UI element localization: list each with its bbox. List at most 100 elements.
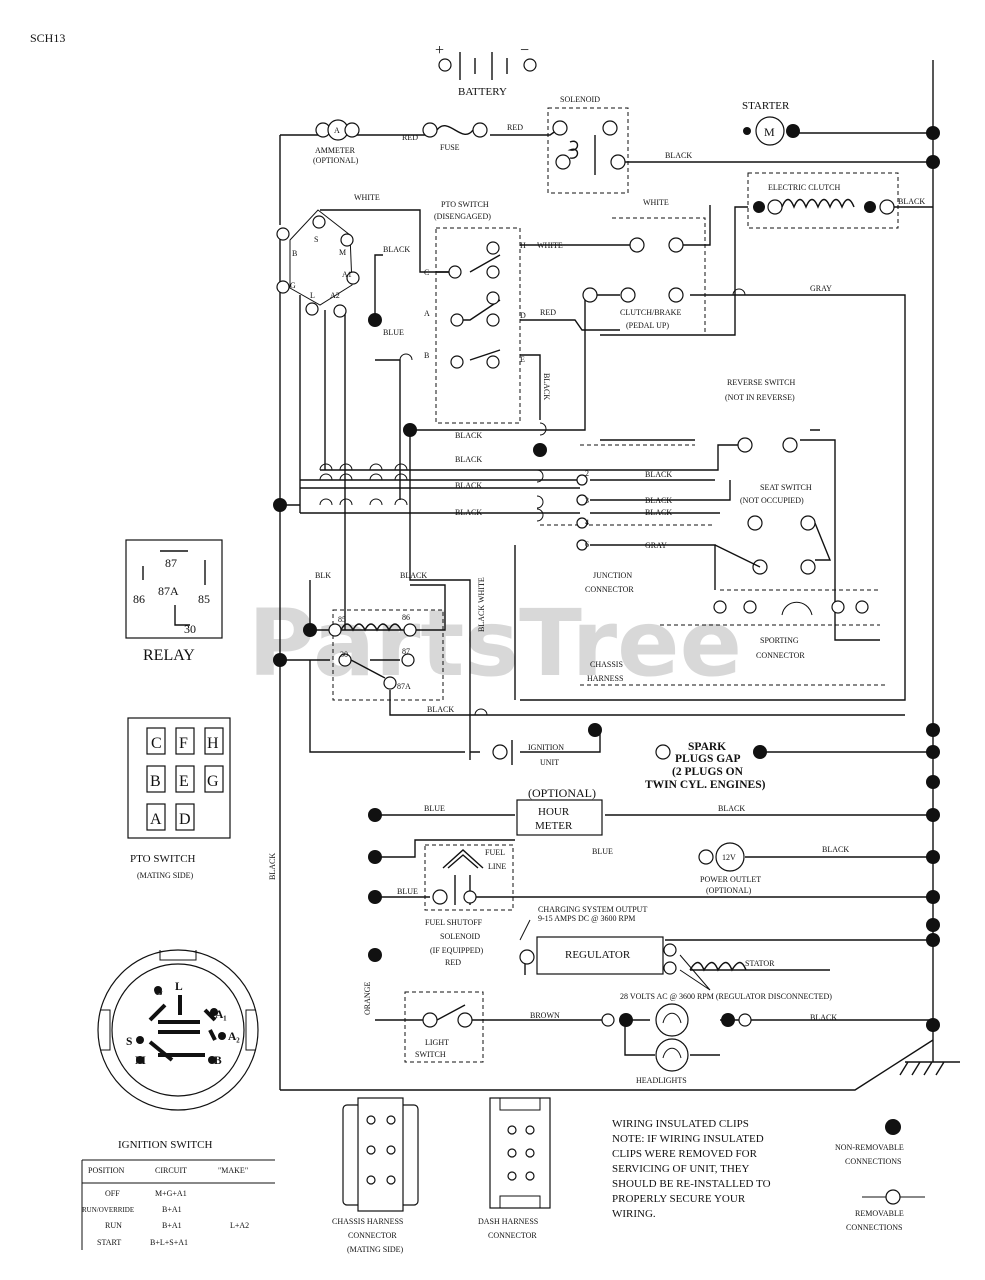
solenoid-label: SOLENOID <box>560 95 600 104</box>
wire-orange: ORANGE <box>363 982 372 1015</box>
wire-black-white: BLACK WHITE <box>477 577 486 632</box>
electric-clutch-label: ELECTRIC CLUTCH <box>768 183 840 192</box>
clips-line-3: SHOULD BE RE-INSTALLED TO <box>612 1178 771 1190</box>
ign-terminal-m: M <box>339 248 346 257</box>
ign-table-r1-c1: B+A1 <box>162 1205 182 1214</box>
ign-legend-table: POSITION CIRCUIT "MAKE" OFF M+G+A1 RUN/O… <box>81 1159 275 1250</box>
legend-removable-ring <box>885 1189 901 1205</box>
wire-brown: BROWN <box>530 1011 560 1020</box>
legend-removable-1: REMOVABLE <box>855 1209 904 1218</box>
wire-black-left: BLACK <box>268 853 277 880</box>
reverse-switch-sub: (NOT IN REVERSE) <box>725 393 795 402</box>
ign-table-r3-c0: START <box>97 1238 121 1247</box>
wire-blue-3: BLUE <box>592 847 613 856</box>
pto-switch-contacts <box>448 241 500 369</box>
pto-legend-title: PTO SWITCH <box>130 853 196 865</box>
ammeter-symbol: A <box>334 126 340 135</box>
wire-white-1: WHITE <box>354 193 380 202</box>
hour-meter-line1: HOUR <box>538 806 570 818</box>
wire-gray-1: GRAY <box>810 284 832 293</box>
fuel-shutoff-2: SOLENOID <box>440 932 480 941</box>
reverse-switch-contacts <box>737 437 798 453</box>
ign-table-h0: POSITION <box>88 1166 125 1175</box>
wire-gray-2: GRAY <box>645 541 667 550</box>
chassis-harness-connector <box>342 1097 419 1212</box>
spark-line3: (2 PLUGS ON <box>672 766 744 778</box>
battery-symbol: + − BATTERY <box>435 42 537 98</box>
ign-table-r0-c0: OFF <box>105 1189 120 1198</box>
relay-85: 85 <box>338 615 346 624</box>
legend-non-removable-dot <box>885 1119 901 1135</box>
chassis-harness-label: CHASSIS <box>590 660 623 669</box>
wire-blue-2: BLUE <box>424 804 445 813</box>
reverse-switch-label: REVERSE SWITCH <box>727 378 795 387</box>
charging-line2: 9-15 AMPS DC @ 3600 RPM <box>538 914 635 923</box>
battery-minus-label: − <box>520 42 529 59</box>
ign-legend-a1: A₁ <box>215 1009 227 1021</box>
pto-legend-sub: (MATING SIDE) <box>137 871 194 880</box>
dash-harness-connector <box>489 1097 551 1209</box>
pto-switch-sub: (DISENGAGED) <box>434 212 491 221</box>
spark-line2: PLUGS GAP <box>675 753 741 765</box>
legend-non-removable-1: NON-REMOVABLE <box>835 1143 904 1152</box>
starter-motor: M <box>743 116 800 146</box>
ign-table-h1: CIRCUIT <box>155 1166 187 1175</box>
spark-plug-terminal <box>655 744 671 760</box>
ign-legend-l: L <box>175 981 183 993</box>
hour-meter-optional: (OPTIONAL) <box>528 786 596 800</box>
wire-black-vert: BLACK <box>542 373 551 400</box>
wire-black-meter: BLACK <box>718 804 745 813</box>
light-switch-1: LIGHT <box>425 1038 449 1047</box>
chassis-conn-1: CHASSIS HARNESS <box>332 1217 403 1226</box>
pto-legend: C F H B E G A D <box>127 717 231 839</box>
power-outlet-sub: (OPTIONAL) <box>706 886 752 895</box>
ign-legend-b: B <box>214 1055 222 1067</box>
clips-line-4: PROPERLY SECURE YOUR <box>612 1193 746 1205</box>
spark-line1: SPARK <box>688 741 726 753</box>
wire-black-starter: BLACK <box>665 151 692 160</box>
dash-conn-1: DASH HARNESS <box>478 1217 538 1226</box>
wire-red-3: RED <box>540 308 556 317</box>
fuel-shutoff-3: (IF EQUIPPED) <box>430 946 483 955</box>
electric-clutch-coil <box>753 198 895 215</box>
wire-red-4: RED <box>445 958 461 967</box>
junction-sub: CONNECTOR <box>585 585 634 594</box>
pto-terminal-h: H <box>520 241 526 250</box>
relay-87: 87 <box>402 647 410 656</box>
ignition-unit <box>492 740 513 765</box>
ign-table-r1-c0: RUN/OVERRIDE <box>82 1206 134 1214</box>
junction-pin-3: 3 <box>585 496 589 505</box>
fuel-shutoff-1: FUEL SHUTOFF <box>425 918 483 927</box>
junction-pin-6: 6 <box>585 540 589 549</box>
wire-black-6: BLACK <box>645 470 672 479</box>
pto-switch-label: PTO SWITCH <box>441 200 489 209</box>
pto-terminal-a: A <box>424 309 430 318</box>
ign-legend-m: M <box>135 1055 146 1067</box>
relay-legend-85: 85 <box>198 592 210 606</box>
wire-blk-relay: BLK <box>315 571 331 580</box>
wire-black-lights: BLACK <box>810 1013 837 1022</box>
ign-legend-title: IGNITION SWITCH <box>118 1139 212 1151</box>
power-outlet-label: POWER OUTLET <box>700 875 761 884</box>
fuel-line-2: LINE <box>488 862 506 871</box>
charging-arrow <box>519 919 531 941</box>
pto-grid-d: D <box>179 811 191 828</box>
ign-legend-s: S <box>126 1036 132 1048</box>
wire-black-clutch: BLACK <box>898 197 925 206</box>
pto-terminal-c: C <box>424 268 429 277</box>
dashed-boxes <box>332 107 899 1063</box>
ign-terminal-g: G <box>290 281 296 290</box>
ign-terminal-l: L <box>310 291 315 300</box>
ignition-switch-legend: G L A₁ S A₂ M B <box>97 949 259 1111</box>
starter-label: STARTER <box>742 100 790 112</box>
starter-symbol: M <box>764 125 775 139</box>
ign-table-r3-c1: B+L+S+A1 <box>150 1238 188 1247</box>
legend-non-removable-2: CONNECTIONS <box>845 1157 901 1166</box>
wire-white-2: WHITE <box>643 198 669 207</box>
ign-legend-g: G <box>154 986 163 998</box>
relay-legend-30: 30 <box>184 622 196 636</box>
wire-white-3: WHITE <box>537 241 563 250</box>
wire-black-3: BLACK <box>455 455 482 464</box>
wire-black-7: BLACK <box>645 496 672 505</box>
charging-line1: CHARGING SYSTEM OUTPUT <box>538 905 647 914</box>
